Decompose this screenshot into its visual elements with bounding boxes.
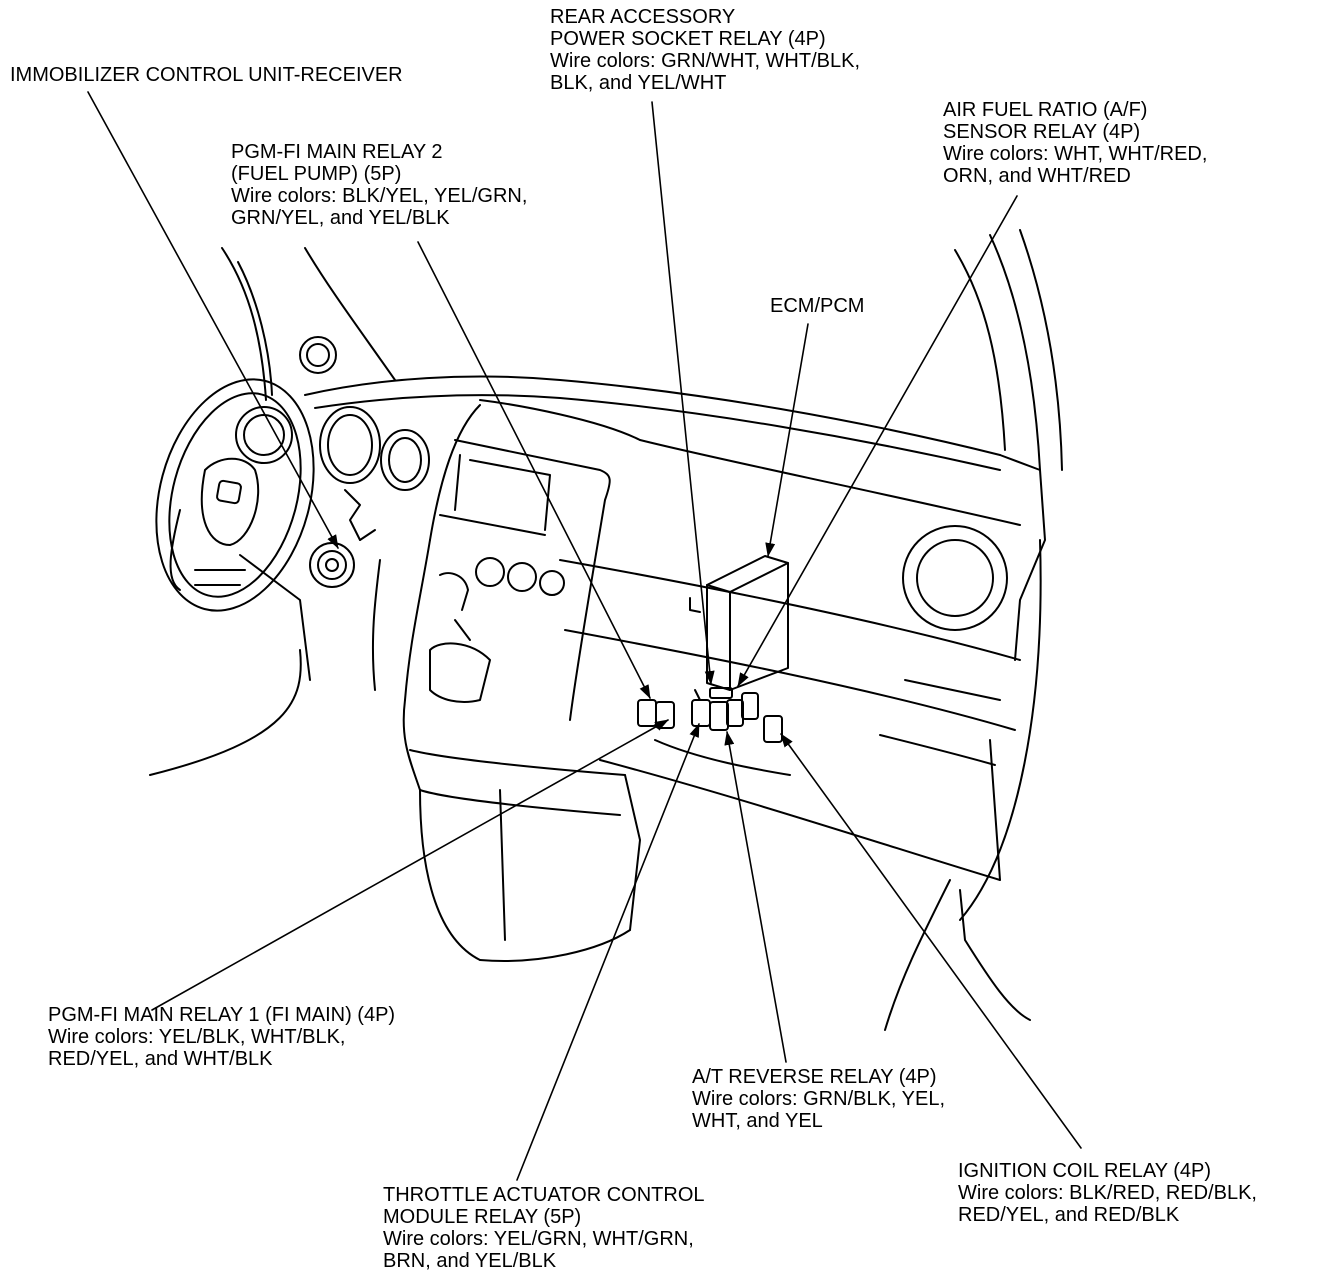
right-pillar	[884, 229, 1063, 1031]
right-air-vent	[902, 525, 1008, 631]
label-rear-accessory-relay: REAR ACCESSORY POWER SOCKET RELAY (4P) W…	[550, 6, 861, 94]
relay-cluster	[637, 687, 783, 743]
label-ecm-pcm: ECM/PCM	[770, 295, 865, 317]
label-pgm-fi-main-relay-1: PGM-FI MAIN RELAY 1 (FI MAIN) (4P) Wire …	[48, 1004, 396, 1070]
label-ignition-coil-relay: IGNITION COIL RELAY (4P) Wire colors: BL…	[958, 1160, 1257, 1226]
left-pillar	[221, 247, 396, 401]
ignition-switch	[309, 489, 376, 588]
label-pgm-fi-main-relay-2: PGM-FI MAIN RELAY 2 (FUEL PUMP) (5P) Wir…	[231, 141, 528, 229]
label-immobilizer: IMMOBILIZER CONTROL UNIT-RECEIVER	[10, 64, 403, 86]
dashboard-outline	[304, 375, 1046, 881]
label-throttle-actuator-relay: THROTTLE ACTUATOR CONTROL MODULE RELAY (…	[383, 1184, 705, 1272]
steering-wheel	[149, 378, 315, 776]
leader-lines	[87, 91, 1082, 1181]
instrument-cluster	[235, 406, 430, 491]
label-af-sensor-relay: AIR FUEL RATIO (A/F) SENSOR RELAY (4P) W…	[943, 99, 1208, 187]
center-console	[371, 404, 641, 962]
label-at-reverse-relay: A/T REVERSE RELAY (4P) Wire colors: GRN/…	[692, 1066, 946, 1132]
